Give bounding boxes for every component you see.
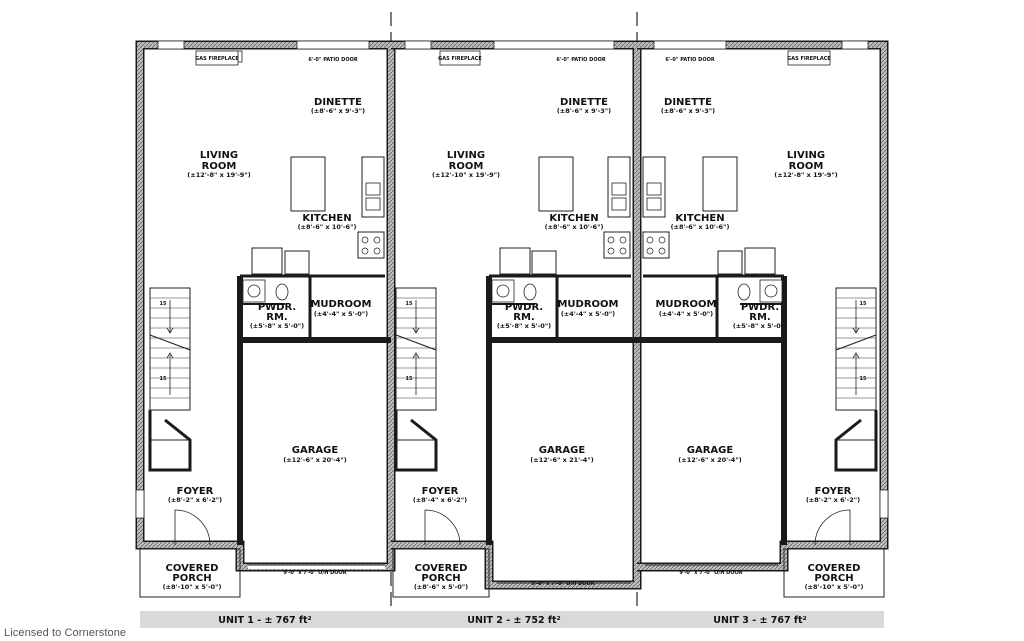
foyer-dim: (±8'-2" x 6'-2"): [806, 496, 860, 504]
stair-count: 15: [160, 376, 167, 382]
living-label-2: ROOM: [789, 161, 824, 172]
pwdr-label: PWDR.: [505, 302, 543, 313]
kitchen-dim: (±8'-6" x 10'-6"): [545, 223, 604, 231]
foyer-dim: (±8'-2" x 6'-2"): [168, 496, 222, 504]
pwdr-dim: (±5'-8" x 5'-0"): [250, 322, 304, 330]
kitchen-dim: (±8'-6" x 10'-6"): [671, 223, 730, 231]
living-label: LIVING: [787, 150, 825, 161]
garage-label: GARAGE: [687, 445, 734, 456]
fireplace-label: GAS FIREPLACE: [195, 56, 239, 62]
unit-bar: [637, 611, 884, 628]
kitchen-island: [702, 156, 738, 212]
pwdr-label: PWDR.: [741, 302, 779, 313]
kitchen-island: [538, 156, 574, 212]
porch-label: COVERED: [415, 563, 468, 574]
porch-slab: [139, 548, 241, 598]
garage-dim: (±12'-6" x 20'-4"): [678, 456, 741, 464]
kitchen-dim: (±8'-6" x 10'-6"): [298, 223, 357, 231]
stair-count: 15: [860, 301, 867, 307]
living-label-2: ROOM: [202, 161, 237, 172]
garage-door-label: 9'-0" x 7'-0" O/H DOOR: [679, 570, 742, 576]
kitchen-label: KITCHEN: [549, 213, 598, 224]
garage-door-label: 9'-0" x 7'-0" O/H DOOR: [283, 570, 346, 576]
fireplace-label: GAS FIREPLACE: [438, 56, 482, 62]
living-label: LIVING: [200, 150, 238, 161]
pwdr-label-2: RM.: [749, 312, 770, 323]
garage-label: GARAGE: [292, 445, 339, 456]
unit-1: [135, 40, 396, 598]
unit-2: [391, 40, 642, 598]
window: [296, 40, 370, 50]
pwdr-label-2: RM.: [513, 312, 534, 323]
living-dim: (±12'-8" x 19'-9"): [187, 171, 250, 179]
garage-dim: (±12'-6" x 20'-4"): [283, 456, 346, 464]
mudroom-label: MUDROOM: [557, 299, 618, 310]
pwdr-dim: (±5'-8" x 5'-0"): [733, 322, 787, 330]
garage-dim: (±12'-6" x 21'-4"): [530, 456, 593, 464]
patio-door-label: 6'-0" PATIO DOOR: [308, 57, 358, 63]
stair-count: 15: [406, 376, 413, 382]
unit-3-label: UNIT 3 - ± 767 ft²: [713, 615, 806, 626]
foyer-label: FOYER: [422, 486, 459, 497]
kitchen-island: [290, 156, 326, 212]
unit-3: [637, 40, 889, 598]
dinette-dim: (±8'-6" x 9'-3"): [557, 107, 611, 115]
unit-bar: [391, 611, 637, 628]
pwdr-label-2: RM.: [266, 312, 287, 323]
foyer-label: FOYER: [815, 486, 852, 497]
living-label-2: ROOM: [449, 161, 484, 172]
garage-label: GARAGE: [539, 445, 586, 456]
dinette-dim: (±8'-6" x 9'-3"): [661, 107, 715, 115]
dinette-label: DINETTE: [560, 97, 608, 108]
porch-label-2: PORCH: [421, 573, 460, 584]
stair-count: 15: [406, 301, 413, 307]
staircase: [395, 287, 437, 411]
staircase: [149, 287, 191, 411]
porch-label: COVERED: [808, 563, 861, 574]
porch-dim: (±8'-6" x 5'-0"): [414, 583, 468, 591]
watermark: Licensed to Cornerstone: [4, 627, 127, 639]
mudroom-label: MUDROOM: [655, 299, 716, 310]
kitchen-label: KITCHEN: [302, 213, 351, 224]
staircase: [835, 287, 877, 411]
mudroom-label: MUDROOM: [310, 299, 371, 310]
window: [157, 40, 185, 50]
patio-door-label: 6'-0" PATIO DOOR: [556, 57, 606, 63]
dinette-dim: (±8'-6" x 9'-3"): [311, 107, 365, 115]
porch-label-2: PORCH: [172, 573, 211, 584]
fireplace-label: GAS FIREPLACE: [787, 56, 831, 62]
porch-dim: (±8'-10" x 5'-0"): [163, 583, 222, 591]
living-dim: (±12'-10" x 19'-9"): [432, 171, 500, 179]
patio-door-label: 6'-0" PATIO DOOR: [665, 57, 715, 63]
pwdr-dim: (±5'-8" x 5'-0"): [497, 322, 551, 330]
dinette-label: DINETTE: [314, 97, 362, 108]
kitchen-label: KITCHEN: [675, 213, 724, 224]
unit-bar: [140, 611, 391, 628]
unit-2-label: UNIT 2 - ± 752 ft²: [467, 615, 560, 626]
stair-count: 15: [860, 376, 867, 382]
dinette-label: DINETTE: [664, 97, 712, 108]
unit-1-label: UNIT 1 - ± 767 ft²: [218, 615, 311, 626]
foyer-dim: (±8'-4" x 6'-2"): [413, 496, 467, 504]
garage-door-label: 9'-0" x 7'-0" O/H DOOR: [531, 581, 594, 587]
stair-count: 15: [160, 301, 167, 307]
mudroom-dim: (±4'-4" x 5'-0"): [314, 310, 368, 318]
living-dim: (±12'-8" x 19'-9"): [774, 171, 837, 179]
porch-label: COVERED: [166, 563, 219, 574]
pwdr-label: PWDR.: [258, 302, 296, 313]
foyer-label: FOYER: [177, 486, 214, 497]
porch-label-2: PORCH: [814, 573, 853, 584]
porch-dim: (±8'-10" x 5'-0"): [805, 583, 864, 591]
living-label: LIVING: [447, 150, 485, 161]
mudroom-dim: (±4'-4" x 5'-0"): [561, 310, 615, 318]
mudroom-dim: (±4'-4" x 5'-0"): [659, 310, 713, 318]
